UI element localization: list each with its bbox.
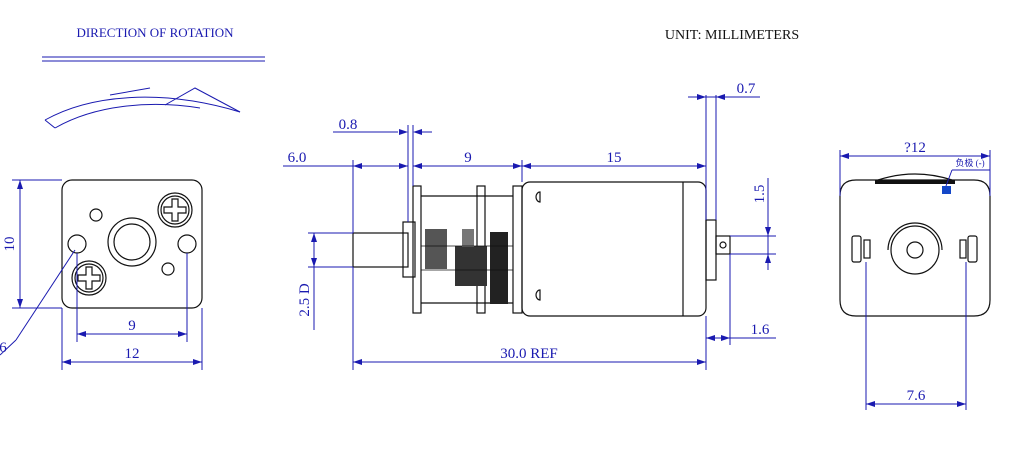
gearbox-face-plate xyxy=(61,179,203,309)
dim-diameter-label: ?12 xyxy=(904,140,926,156)
screw-head-top-right-icon xyxy=(157,192,193,228)
motor-terminal xyxy=(715,235,731,255)
gearbox-front-plate xyxy=(412,185,422,314)
dim-hole-spacing-label: 9 xyxy=(128,318,136,334)
motor-end-outline xyxy=(839,179,991,317)
dim-terminal-spacing-label: 7.6 xyxy=(907,388,926,404)
output-shaft-side xyxy=(352,232,409,268)
dim-hole-dia-label: 6 xyxy=(0,340,7,356)
dim-gap-label: 0.8 xyxy=(339,117,358,133)
mounting-hole-right xyxy=(177,234,197,254)
rotation-arrow-icon xyxy=(44,87,241,129)
polarity-label: 负极 (-) xyxy=(955,157,984,168)
gear-train-icon xyxy=(421,229,513,304)
front-view: 10 9 12 6 xyxy=(0,179,203,370)
dim-height-label: 10 xyxy=(2,237,18,252)
terminal-left-tab xyxy=(863,239,871,259)
dim-shaft-dia-label: 2.5 D xyxy=(297,283,313,317)
terminal-right-tab xyxy=(959,239,967,259)
output-shaft xyxy=(113,223,151,261)
shaft-bushing-side xyxy=(402,221,416,278)
dim-total-length-label: 30.0 REF xyxy=(500,346,558,362)
motor-can xyxy=(521,181,707,317)
unit-label: UNIT: MILLIMETERS xyxy=(665,28,799,43)
dim-endcap-label: 0.7 xyxy=(737,81,756,97)
dim-terminal-height-label: 1.5 xyxy=(752,185,768,204)
mounting-hole-left xyxy=(67,234,87,254)
hole-top-left xyxy=(89,208,103,222)
end-bearing-housing xyxy=(890,225,940,275)
negative-terminal-marker xyxy=(942,186,951,194)
end-bearing xyxy=(906,241,924,259)
dim-width-label: 12 xyxy=(125,346,140,362)
direction-of-rotation-label: DIRECTION OF ROTATION xyxy=(76,25,234,40)
dim-gearbox-length-label: 9 xyxy=(464,150,472,166)
screw-head-bottom-left-icon xyxy=(71,260,107,296)
output-bushing xyxy=(107,217,157,267)
terminal-left xyxy=(851,235,862,263)
terminal-right xyxy=(967,235,978,263)
motor-endcap xyxy=(705,219,717,281)
end-view: ?12 负极 (-) 7.6 xyxy=(839,140,991,410)
hole-bottom-right xyxy=(161,262,175,276)
gearbox-rear-plate xyxy=(512,185,523,314)
dim-terminal-length-label: 1.6 xyxy=(751,322,770,338)
dim-shaft-length-label: 6.0 xyxy=(288,150,307,166)
side-view: 0.8 6.0 9 15 0.7 1.5 2.5 D xyxy=(283,81,776,370)
dim-motor-length-label: 15 xyxy=(607,150,622,166)
